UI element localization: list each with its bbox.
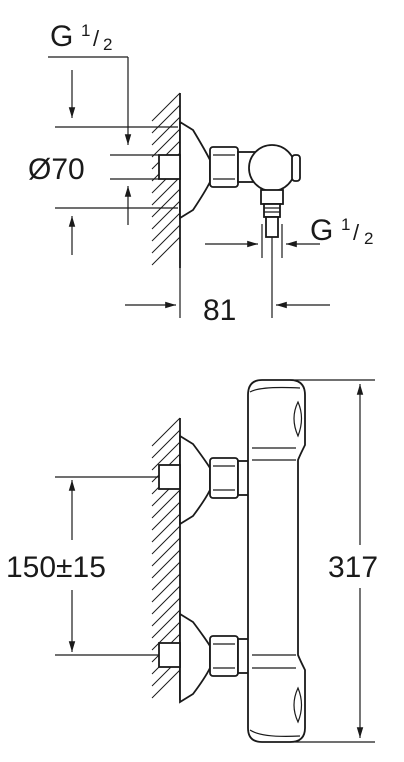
nut-top <box>209 146 239 188</box>
inlet-thread-label: G 1 / 2 <box>50 20 112 54</box>
top-view: G 1 / 2 Ø70 G 1 / 2 81 <box>28 20 373 327</box>
hatch-line <box>151 224 181 254</box>
outlet-nozzle-top <box>260 189 284 205</box>
inlet-thread-sup: 1 <box>81 21 90 40</box>
hatch-line <box>151 128 181 158</box>
front-view: 150±15 317 <box>6 379 378 743</box>
hatch-line <box>151 116 181 146</box>
hatch-line <box>151 561 181 591</box>
hatch-line <box>151 525 181 555</box>
hatch-line <box>151 597 181 627</box>
outlet-thread-sub: 2 <box>364 229 373 248</box>
outlet-thread-sup: 1 <box>341 215 350 234</box>
inlet-connector-top <box>158 154 181 180</box>
hatch-line <box>151 236 181 266</box>
upper-rosette <box>179 434 211 526</box>
hatch-line <box>151 188 181 218</box>
hatch-line <box>151 609 181 639</box>
hatch-line <box>151 573 181 603</box>
hatch-line <box>151 441 181 471</box>
hatch-line <box>151 212 181 242</box>
hatch-line <box>151 621 181 651</box>
wall-rosette-top <box>179 120 211 220</box>
thermostat-body <box>247 379 306 743</box>
projection-label: 81 <box>203 294 236 327</box>
height-label: 317 <box>328 551 378 584</box>
outlet-thread-main: G <box>310 214 333 247</box>
hatch-line <box>151 549 181 579</box>
hatch-line <box>151 200 181 230</box>
upper-inlet-connector <box>158 464 181 490</box>
hatch-line <box>151 104 181 134</box>
lower-rosette <box>179 612 211 704</box>
hatch-line <box>151 513 181 543</box>
inlet-thread-main: G <box>50 20 73 53</box>
centre-distance-label: 150±15 <box>6 551 106 584</box>
wall-hatch-top <box>151 92 181 268</box>
outlet-thread-label: G 1 / 2 <box>310 214 373 248</box>
hatch-line <box>151 429 181 459</box>
hatch-line <box>151 501 181 531</box>
outlet-thread-slash: / <box>353 220 360 245</box>
hatch-line <box>151 489 181 519</box>
inlet-thread-sub: 2 <box>103 35 112 54</box>
top-handle-grip <box>293 400 303 438</box>
hatch-line <box>151 417 181 447</box>
lower-inlet-connector <box>158 642 181 668</box>
hatch-line <box>151 176 181 206</box>
hatch-line <box>151 537 181 567</box>
hatch-line <box>151 92 181 122</box>
upper-nut <box>209 457 239 499</box>
lower-nut <box>209 635 239 677</box>
diameter-label: Ø70 <box>28 153 85 186</box>
inlet-thread-slash: / <box>93 26 100 51</box>
bottom-handle-grip <box>293 686 303 724</box>
hatch-line <box>151 669 181 699</box>
hatch-line <box>151 585 181 615</box>
valve-body-top <box>248 144 296 192</box>
